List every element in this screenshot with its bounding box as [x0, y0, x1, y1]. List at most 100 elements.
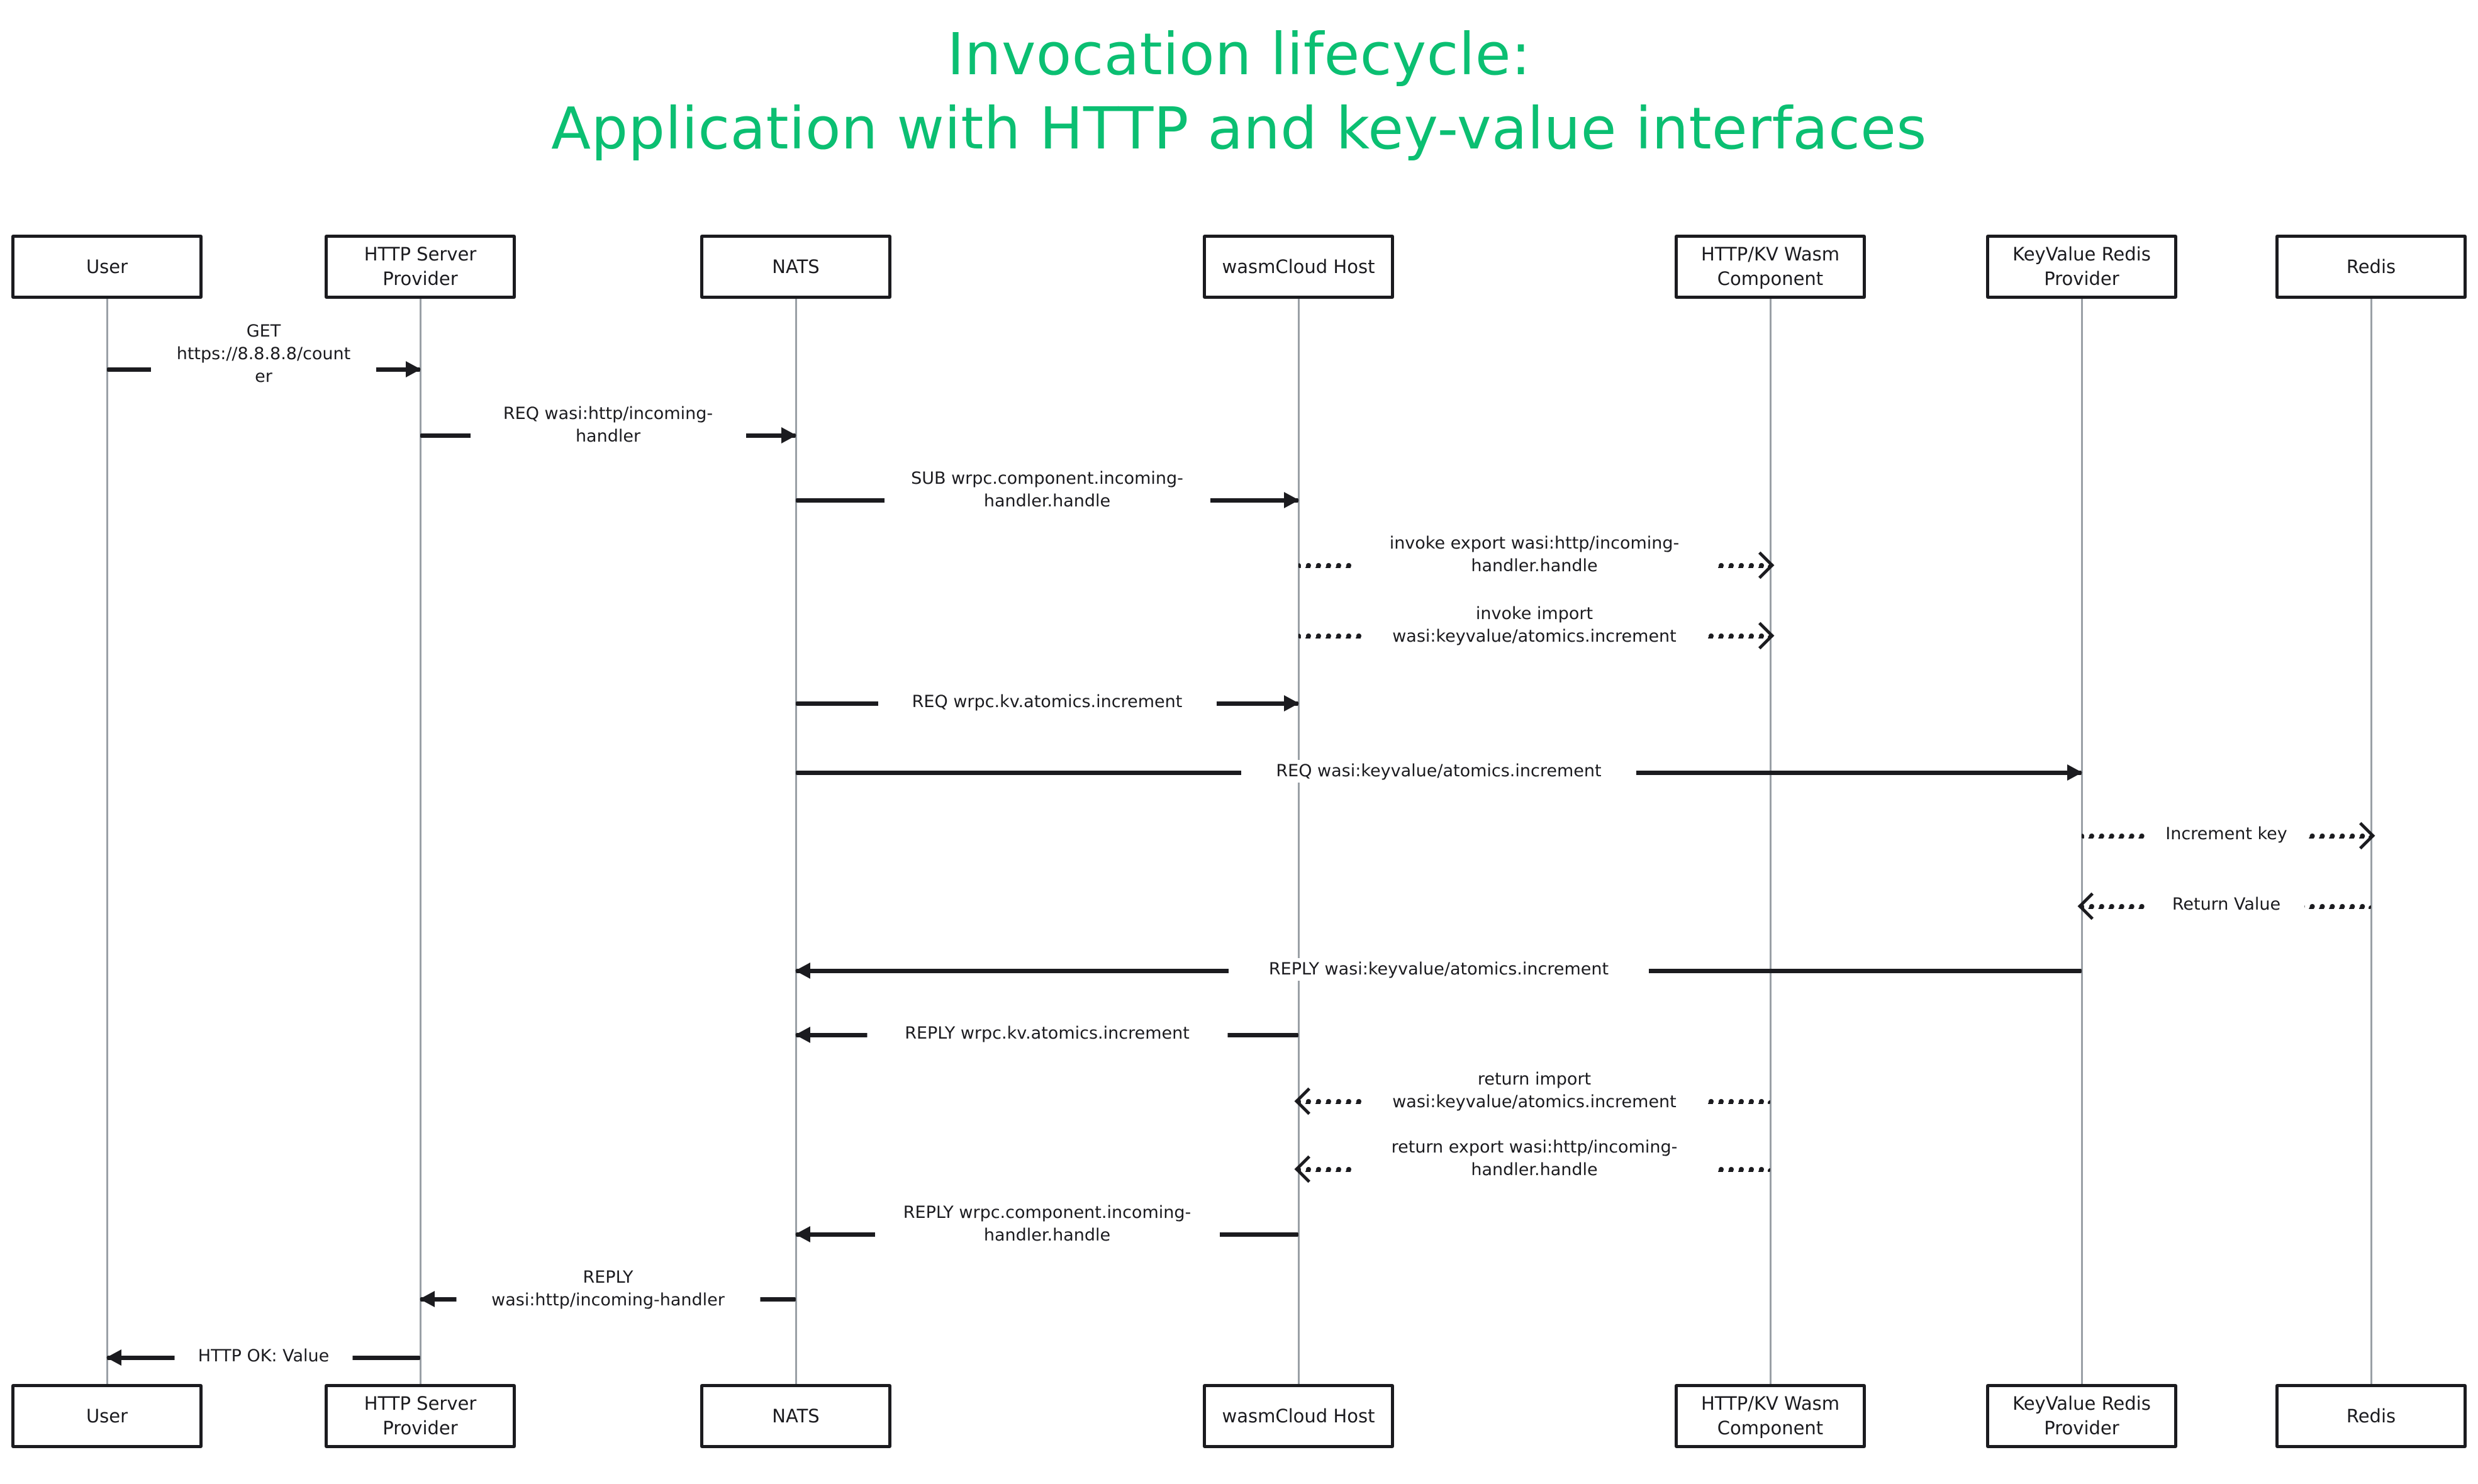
message-label-m3: SUB wrpc.component.incoming-handler.hand… — [884, 467, 1210, 513]
message-label-m14: REPLY wrpc.component.incoming-handler.ha… — [874, 1202, 1220, 1247]
message-label-m2: REQ wasi:http/incoming-handler — [470, 403, 746, 448]
message-label-line: REPLY wasi:keyvalue/atomics.increment — [1268, 959, 1609, 979]
participant-label-host: wasmCloud Host — [1222, 255, 1375, 277]
arrowhead-m15 — [420, 1291, 435, 1307]
message-label-line: REQ wrpc.kv.atomics.increment — [912, 692, 1183, 711]
participant-box-nats-bottom[interactable]: NATS — [700, 1384, 891, 1448]
participant-box-user-bottom[interactable]: User — [11, 1384, 203, 1448]
message-label-line: wasi:keyvalue/atomics.increment — [1392, 1091, 1677, 1112]
message-m8: Increment key — [2082, 822, 2375, 850]
message-label-m10: REPLY wasi:keyvalue/atomics.increment — [1229, 958, 1649, 981]
lifeline-kvprov — [2081, 299, 2083, 1384]
participant-label-user: User — [86, 255, 128, 277]
message-label-line: handler.handle — [983, 1225, 1111, 1245]
message-label-line: REQ wasi:keyvalue/atomics.increment — [1276, 761, 1602, 781]
lifeline-component — [1770, 299, 1772, 1384]
message-label-line: REPLY — [583, 1268, 633, 1287]
message-label-m13: return export wasi:http/incoming-handler… — [1353, 1136, 1716, 1181]
message-label-m6: REQ wrpc.kv.atomics.increment — [878, 691, 1217, 713]
arrowhead-m6 — [1284, 695, 1299, 711]
participant-box-user-top[interactable]: User — [11, 235, 203, 299]
title-line-1: Invocation lifecycle: — [947, 21, 1531, 88]
participant-label-redis: Redis — [2346, 255, 2396, 277]
message-m10: REPLY wasi:keyvalue/atomics.increment — [795, 958, 2082, 981]
message-label-line: wasi:keyvalue/atomics.increment — [1392, 626, 1677, 646]
arrowhead-m3 — [1284, 492, 1299, 508]
message-label-line: REQ wasi:http/incoming- — [503, 404, 713, 423]
message-label-line: REPLY wrpc.kv.atomics.increment — [905, 1024, 1190, 1043]
message-m5: invoke import wasi:keyvalue/atomics.incre… — [1298, 603, 1775, 650]
message-label-line: GET — [246, 321, 281, 341]
message-label-line: handler.handle — [1471, 1159, 1598, 1180]
message-label-line: handler.handle — [1471, 555, 1598, 576]
message-label-m7: REQ wasi:keyvalue/atomics.increment — [1241, 760, 1636, 783]
message-label-m4: invoke export wasi:http/incoming-handler… — [1353, 532, 1716, 577]
title-line-2: Application with HTTP and key-value inte… — [551, 94, 1927, 162]
participant-box-nats-top[interactable]: NATS — [700, 235, 891, 299]
message-label-line: https://8.8.8.8/count — [176, 343, 351, 364]
message-label-line: handler.handle — [983, 491, 1111, 511]
arrowhead-m1 — [406, 361, 421, 377]
message-m13: return export wasi:http/incoming-handler… — [1294, 1136, 1770, 1183]
participant-label-redis: Redis — [2346, 1405, 2396, 1427]
message-label-line: return import — [1477, 1069, 1592, 1089]
message-label-line: er — [255, 366, 272, 386]
message-m14: REPLY wrpc.component.incoming-handler.ha… — [795, 1202, 1298, 1247]
lifeline-nats — [795, 299, 797, 1384]
arrowhead-m10 — [795, 962, 810, 979]
lifeline-redis — [2370, 299, 2372, 1384]
message-label-line: handler — [575, 426, 641, 446]
message-label-m5: invoke import wasi:keyvalue/atomics.incre… — [1365, 603, 1704, 648]
arrowhead-m11 — [795, 1027, 810, 1043]
message-label-line: return export wasi:http/incoming- — [1391, 1137, 1678, 1157]
message-label-line: invoke import — [1475, 604, 1593, 623]
message-label-m11: REPLY wrpc.kv.atomics.increment — [867, 1022, 1227, 1045]
message-m6: REQ wrpc.kv.atomics.increment — [796, 691, 1299, 713]
page-title: Invocation lifecycle: Application with H… — [0, 18, 2478, 166]
participant-box-redis-top[interactable]: Redis — [2275, 235, 2467, 299]
message-m11: REPLY wrpc.kv.atomics.increment — [795, 1022, 1298, 1045]
message-m9: Return Value — [2077, 892, 2371, 920]
arrowhead-m16 — [106, 1349, 121, 1366]
lifeline-host — [1298, 299, 1300, 1384]
message-label-line: SUB wrpc.component.incoming- — [911, 469, 1183, 488]
message-label-line: Increment key — [2165, 824, 2287, 844]
participant-box-host-top[interactable]: wasmCloud Host — [1203, 235, 1394, 299]
message-label-line: wasi:http/incoming-handler — [491, 1290, 725, 1310]
arrowhead-m2 — [781, 427, 796, 444]
message-label-line: REPLY wrpc.component.incoming- — [903, 1203, 1192, 1222]
participant-box-host-bottom[interactable]: wasmCloud Host — [1203, 1384, 1394, 1448]
participant-label-host: wasmCloud Host — [1222, 1405, 1375, 1427]
message-label-line: invoke export wasi:http/incoming- — [1389, 533, 1680, 553]
message-label-m15: REPLY wasi:http/incoming-handler — [456, 1266, 760, 1312]
participant-box-redis-bottom[interactable]: Redis — [2275, 1384, 2467, 1448]
participant-label-user: User — [86, 1405, 128, 1427]
message-label-m8: Increment key — [2145, 823, 2308, 845]
lifeline-httpsrv — [420, 299, 421, 1384]
arrowhead-m14 — [795, 1226, 810, 1242]
message-m3: SUB wrpc.component.incoming-handler.hand… — [796, 467, 1299, 513]
message-label-line: Return Value — [2172, 895, 2281, 914]
message-label-m9: Return Value — [2148, 893, 2304, 916]
message-m16: HTTP OK: Value — [106, 1345, 420, 1368]
message-m2: REQ wasi:http/incoming-handler — [420, 403, 796, 448]
message-label-m16: HTTP OK: Value — [174, 1345, 353, 1368]
participant-label-nats: NATS — [772, 255, 820, 277]
